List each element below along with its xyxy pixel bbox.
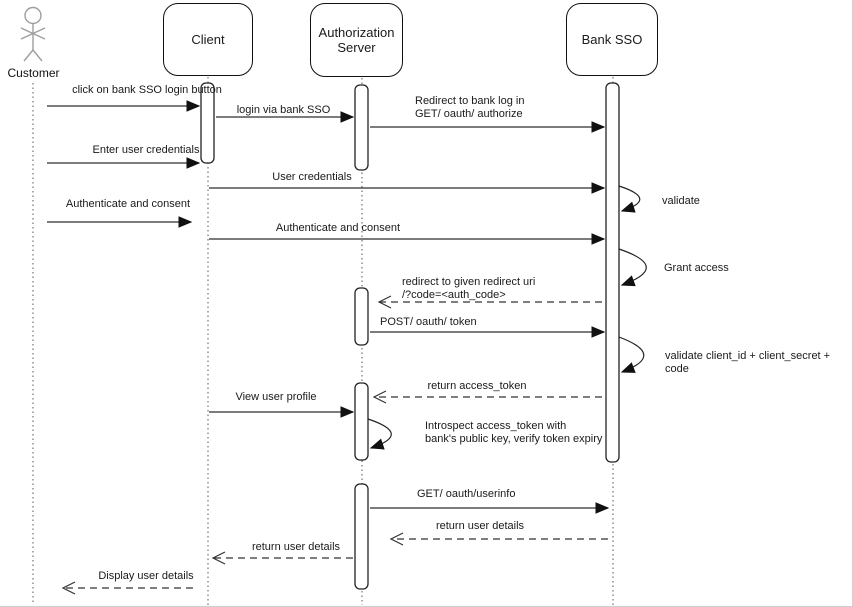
- message-label-login-via-sso: login via bank SSO: [236, 104, 331, 116]
- activation-client: [200, 82, 215, 164]
- message-label-redirect-bank-login: Redirect to bank log in GET/ oauth/ auth…: [415, 95, 525, 120]
- activation-auth-1: [354, 84, 369, 171]
- message-label-grant-access: Grant access: [664, 262, 729, 274]
- participant-label: Authorization Server: [318, 25, 395, 55]
- message-label-validate: validate: [662, 195, 700, 207]
- message-label-post-oauth-token: POST/ oauth/ token: [380, 316, 477, 328]
- customer-actor-icon: [20, 6, 46, 62]
- message-label-click-login: click on bank SSO login button: [72, 84, 222, 96]
- message-label-redirect-uri: redirect to given redirect uri /?code=<a…: [402, 276, 536, 301]
- participant-bank-sso: Bank SSO: [566, 3, 658, 76]
- participant-auth-server: Authorization Server: [310, 3, 403, 77]
- activation-auth-3: [354, 382, 369, 461]
- message-label-auth-consent-1: Authenticate and consent: [65, 198, 191, 210]
- message-label-return-details-1: return user details: [435, 520, 525, 532]
- message-label-validate-client-id: validate client_id + client_secret + cod…: [665, 350, 831, 375]
- activation-auth-4: [354, 483, 369, 590]
- self-loop-grant-access: [618, 248, 647, 285]
- self-loop-validate-client-id: [618, 336, 645, 372]
- message-label-display-details: Display user details: [98, 570, 194, 582]
- message-label-introspect-token: Introspect access_token with bank's publ…: [425, 420, 603, 445]
- activation-bank-sso: [605, 82, 620, 463]
- self-loop-validate: [618, 185, 641, 211]
- actor-label-customer: Customer: [7, 66, 60, 80]
- message-label-get-userinfo: GET/ oauth/userinfo: [417, 488, 516, 500]
- message-label-return-details-2: return user details: [251, 541, 341, 553]
- message-label-user-credentials: User credentials: [272, 171, 352, 183]
- message-label-enter-credentials: Enter user credentials: [92, 144, 200, 156]
- self-loop-introspect-token: [367, 418, 392, 448]
- message-label-view-user-profile: View user profile: [235, 391, 317, 403]
- participant-label: Client: [191, 32, 225, 47]
- message-label-auth-consent-2: Authenticate and consent: [275, 222, 401, 234]
- message-label-return-access-token: return access_token: [427, 380, 527, 392]
- participant-client: Client: [163, 3, 253, 76]
- participant-label: Bank SSO: [581, 32, 643, 47]
- activation-auth-2: [354, 287, 369, 346]
